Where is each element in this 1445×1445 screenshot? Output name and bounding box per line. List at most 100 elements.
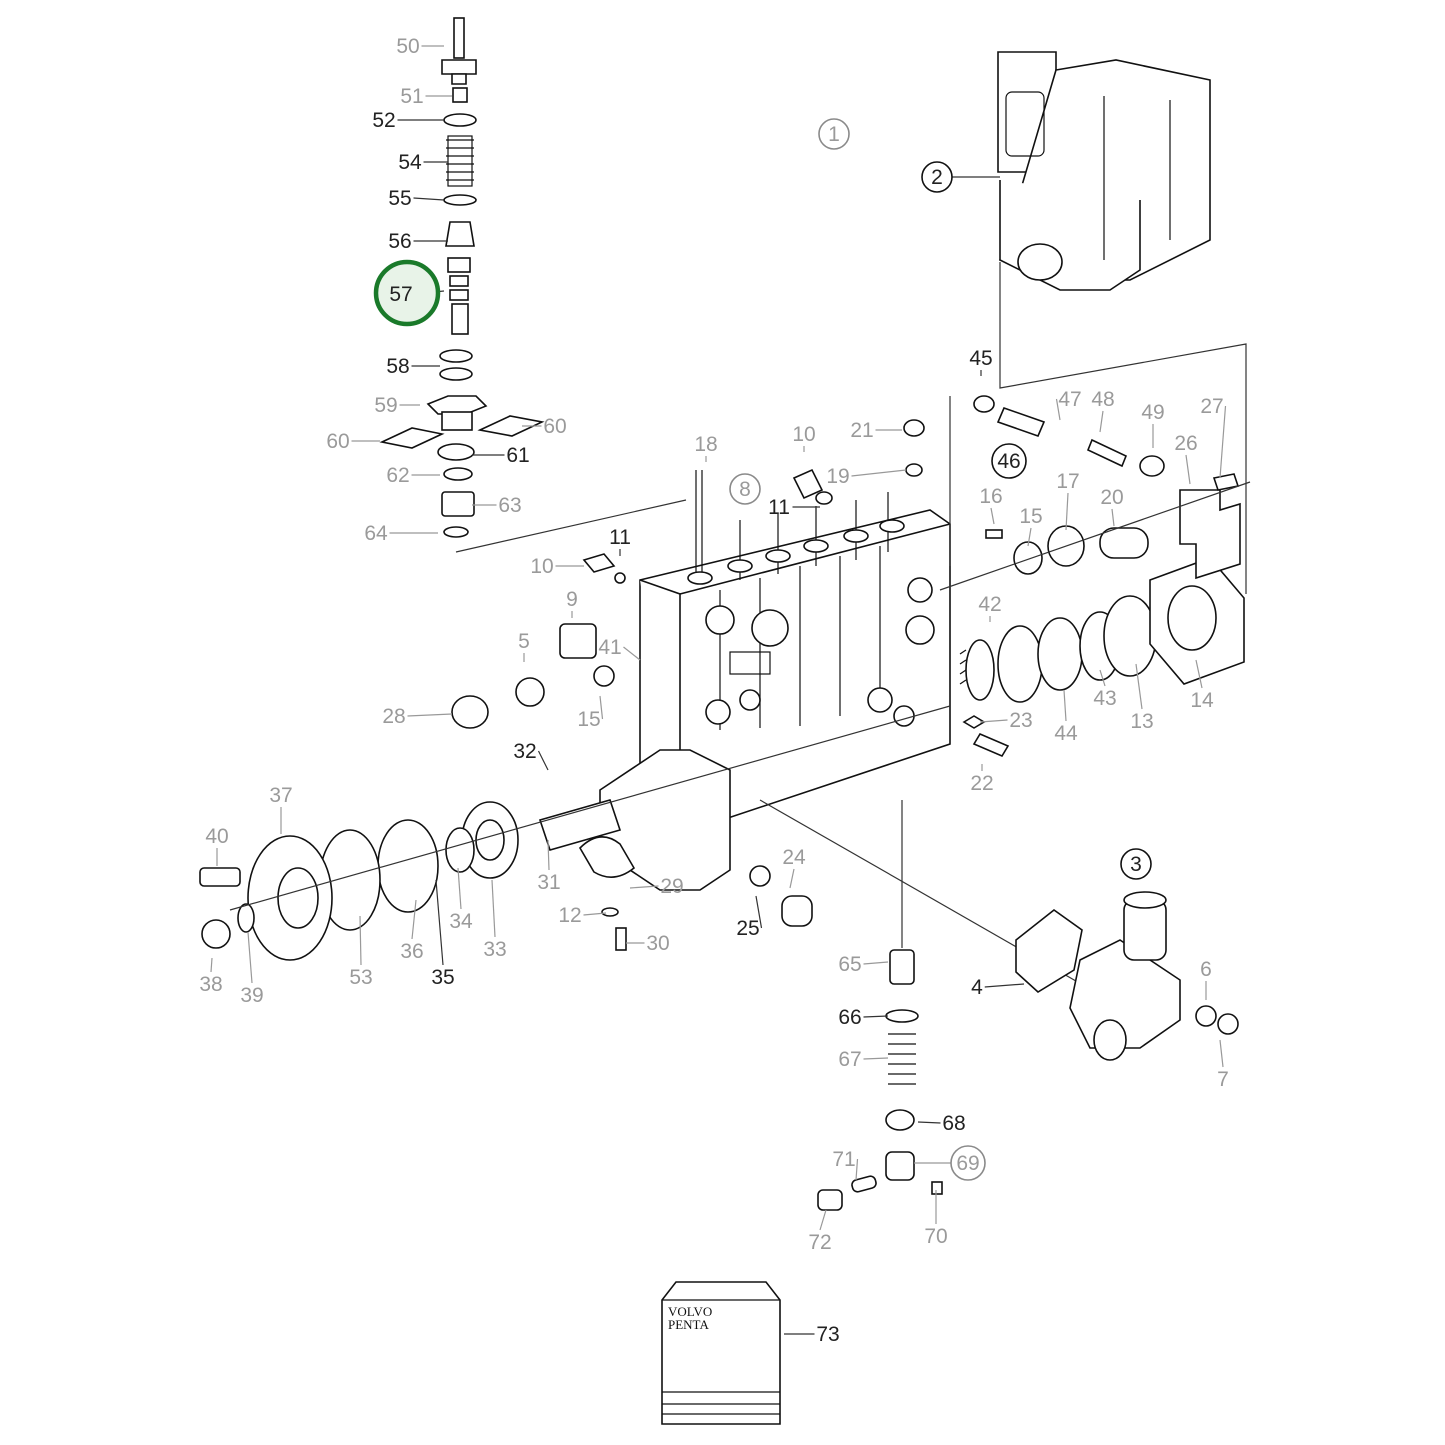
- callout-60: 60: [326, 430, 380, 453]
- callout-36: 36: [400, 899, 424, 963]
- callout-number: 54: [398, 151, 422, 174]
- callout-number: 50: [396, 35, 419, 58]
- leader-line: [1065, 492, 1069, 531]
- callout-53: 53: [349, 915, 373, 989]
- callout-16: 16: [979, 485, 1003, 525]
- callout-49: 49: [1141, 401, 1165, 448]
- callout-10: 10: [792, 423, 816, 452]
- leader-line: [851, 469, 907, 477]
- delivery-valve-stack: [379, 17, 545, 538]
- callout-4: 4: [971, 976, 1025, 999]
- callout-number: 8: [739, 478, 751, 501]
- callout-54: 54: [398, 151, 448, 174]
- callout-number: 27: [1200, 395, 1223, 418]
- callout-number: 12: [558, 904, 581, 927]
- callout-number: 22: [970, 772, 993, 795]
- callout-number: 5: [518, 630, 530, 653]
- callout-number: 38: [199, 973, 222, 996]
- callout-number: 33: [483, 938, 506, 961]
- leader-line: [547, 839, 550, 871]
- highlight-ring: [373, 259, 441, 327]
- callout-number: 6: [1200, 958, 1212, 981]
- callout-21: 21: [850, 419, 902, 442]
- feed-pump: [749, 799, 1239, 1061]
- pump-body: [455, 396, 951, 844]
- callout-number: 55: [388, 187, 411, 210]
- callout-number: 53: [349, 966, 372, 989]
- callout-number: 48: [1091, 388, 1114, 411]
- callout-number: 19: [826, 465, 849, 488]
- callout-26: 26: [1174, 432, 1198, 485]
- leader-line: [984, 983, 1025, 988]
- callout-number: 21: [850, 419, 873, 442]
- callout-number: 31: [537, 871, 560, 894]
- callout-2: 2: [921, 161, 1000, 193]
- callout-number: 65: [838, 953, 861, 976]
- callout-37: 37: [269, 784, 293, 834]
- leader-line: [457, 867, 462, 910]
- leader-line: [1185, 454, 1191, 485]
- callout-70: 70: [924, 1190, 948, 1248]
- leader-line: [1063, 689, 1067, 722]
- callout-number: 52: [372, 109, 395, 132]
- callout-55: 55: [388, 187, 445, 210]
- leader-line: [1027, 527, 1032, 547]
- leader-line: [1195, 659, 1203, 689]
- leader-line: [247, 931, 253, 984]
- callout-43: 43: [1093, 669, 1117, 710]
- callout-64: 64: [364, 522, 438, 545]
- callout-circle: [729, 473, 761, 505]
- callout-number: 57: [389, 283, 412, 306]
- callout-63: 63: [472, 494, 522, 517]
- leader-line: [629, 885, 659, 889]
- camshaft-assembly: [199, 553, 951, 961]
- callout-41: 41: [598, 636, 641, 661]
- callout-number: 18: [694, 433, 717, 456]
- callout-5: 5: [518, 630, 530, 662]
- callout-71: 71: [832, 1148, 859, 1181]
- callout-24: 24: [782, 846, 806, 889]
- callout-number: 26: [1174, 432, 1197, 455]
- callout-number: 73: [816, 1323, 839, 1346]
- callout-39: 39: [240, 931, 264, 1007]
- governor-housing: [997, 51, 1247, 594]
- callout-number: 66: [838, 1006, 861, 1029]
- callout-65: 65: [838, 953, 889, 976]
- leader-line: [990, 507, 995, 525]
- callout-number: 11: [768, 496, 790, 519]
- callout-number: 46: [997, 450, 1020, 473]
- leader-line: [1111, 508, 1115, 527]
- callout-32: 32: [513, 740, 549, 771]
- callout-number: 15: [577, 708, 600, 731]
- callout-number: 63: [498, 494, 521, 517]
- callout-number: 1: [828, 123, 840, 146]
- callout-72: 72: [808, 1209, 832, 1254]
- callout-35: 35: [431, 879, 455, 989]
- callout-number: 10: [530, 555, 553, 578]
- callout-11: 11: [768, 496, 820, 519]
- callout-27: 27: [1200, 395, 1227, 479]
- leader-line: [855, 1158, 859, 1181]
- callout-68: 68: [917, 1112, 966, 1135]
- callout-number: 30: [646, 932, 669, 955]
- leader-line: [491, 879, 496, 938]
- callout-number: 68: [942, 1112, 965, 1135]
- callout-51: 51: [400, 85, 452, 108]
- leader-line: [863, 1057, 889, 1060]
- book-brand-line1: VOLVO: [668, 1304, 712, 1319]
- callout-number: 13: [1130, 710, 1153, 733]
- callout-number: 16: [979, 485, 1002, 508]
- callout-number: 47: [1058, 388, 1081, 411]
- callout-28: 28: [382, 705, 453, 728]
- leader-line: [583, 912, 607, 916]
- callout-34: 34: [449, 867, 473, 933]
- callout-66: 66: [838, 1006, 889, 1029]
- callout-circle: [950, 1145, 986, 1181]
- callout-45: 45: [969, 347, 993, 376]
- callout-number: 24: [782, 846, 806, 869]
- callout-38: 38: [199, 957, 223, 996]
- callout-73: 73: [784, 1323, 840, 1346]
